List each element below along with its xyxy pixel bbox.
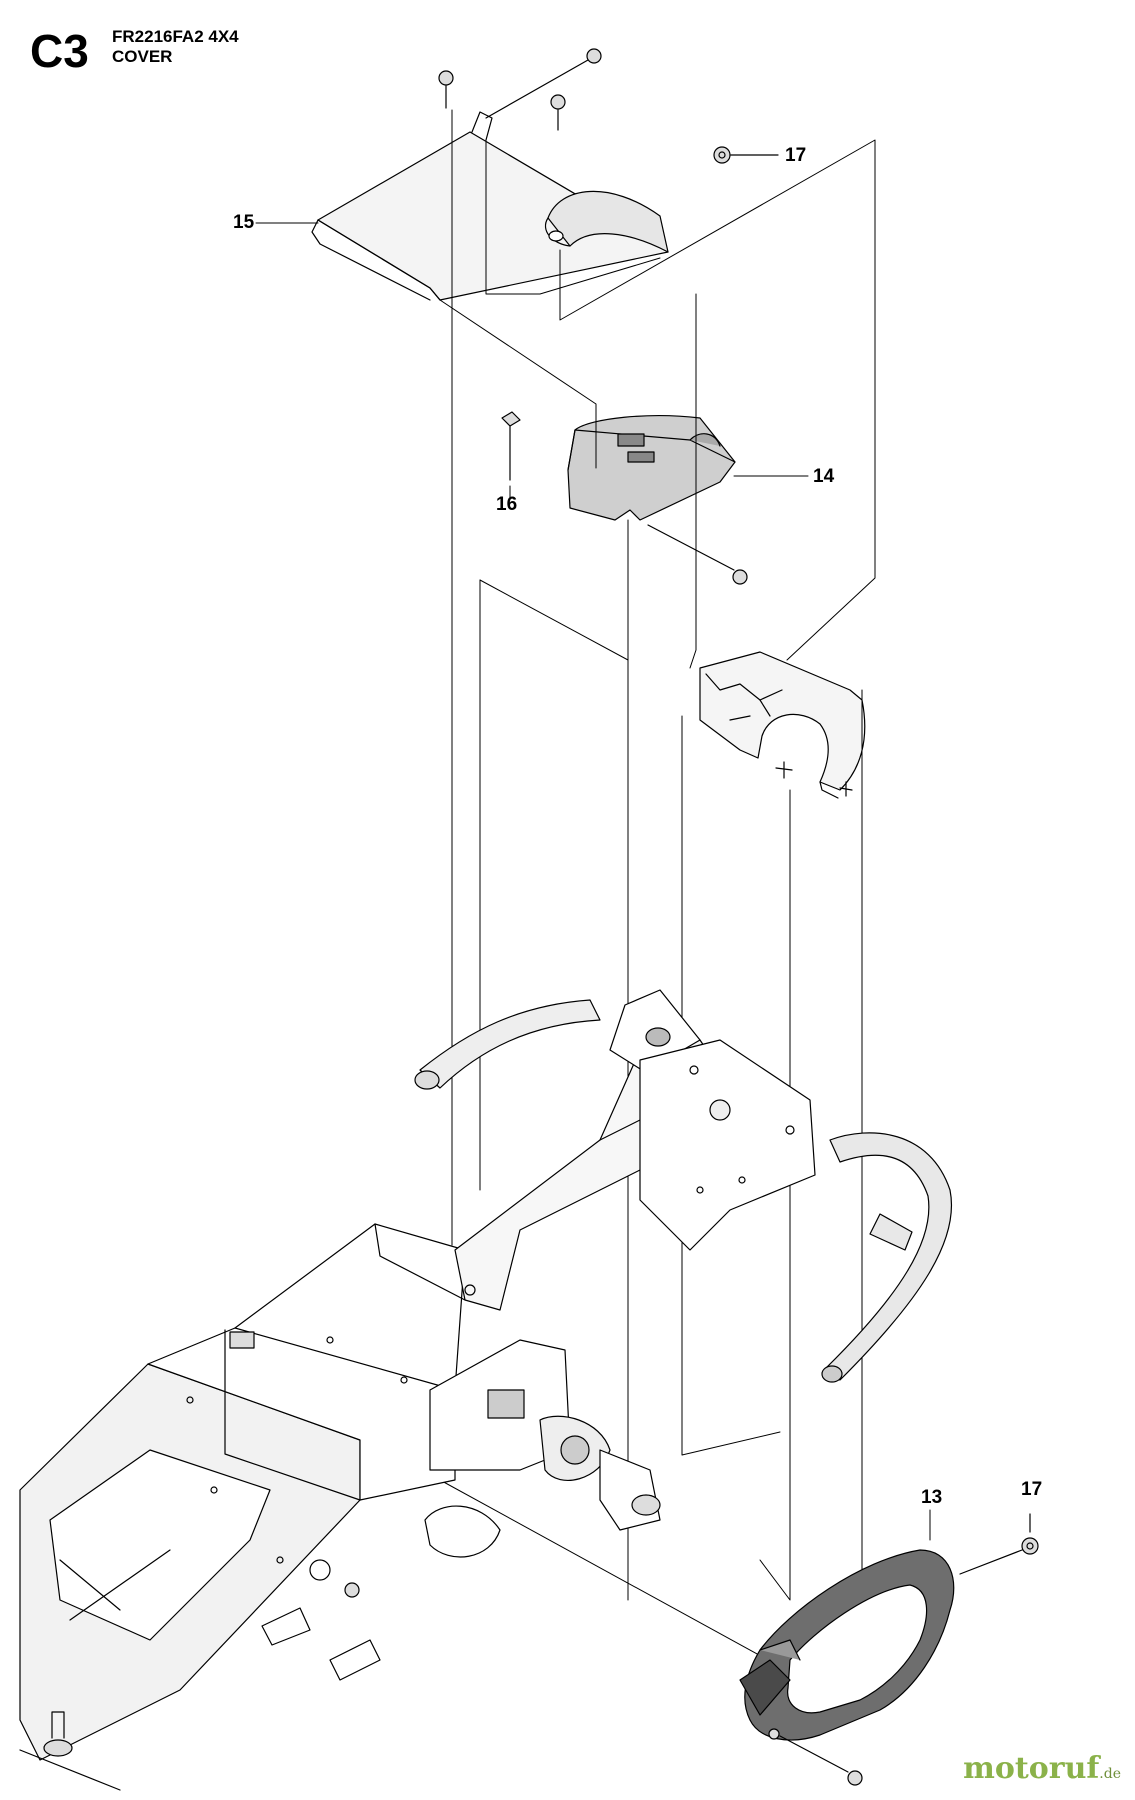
screw-top-mid <box>550 94 566 131</box>
part-13-lower-belt-guard <box>739 1549 955 1741</box>
part-14-middle-cover <box>567 415 736 521</box>
screw-17-bottom <box>959 1513 1039 1575</box>
callout-15: 15 <box>233 212 255 233</box>
screw-mid-cover <box>647 524 748 585</box>
washer-guard <box>768 1728 780 1740</box>
callout-13: 13 <box>921 1487 943 1508</box>
diagram-title: COVER <box>112 47 173 66</box>
bracket-screws <box>775 761 853 797</box>
belt-guard-bracket <box>699 651 866 799</box>
assembly-guide-lines <box>439 109 876 1673</box>
part-16-clip <box>501 411 521 481</box>
section-code: C3 <box>30 25 89 77</box>
model-number: FR2216FA2 4X4 <box>112 27 239 46</box>
screw-17-top <box>713 146 779 164</box>
callout-17-top: 17 <box>785 145 807 166</box>
watermark-tld: .de <box>1099 1766 1121 1782</box>
callout-leaders <box>255 222 931 1541</box>
callout-14: 14 <box>813 466 835 487</box>
frame-chassis <box>19 989 953 1791</box>
screw-top-right <box>485 48 602 119</box>
callout-16: 16 <box>496 494 518 515</box>
watermark-brand: motoruf <box>963 1751 1100 1786</box>
callout-17-bottom: 17 <box>1021 1479 1043 1500</box>
screw-guard-bottom <box>779 1735 863 1786</box>
screw-top-left <box>438 70 454 109</box>
part-15-top-cover <box>311 111 669 301</box>
watermark-logo: motoruf.de <box>963 1751 1121 1786</box>
